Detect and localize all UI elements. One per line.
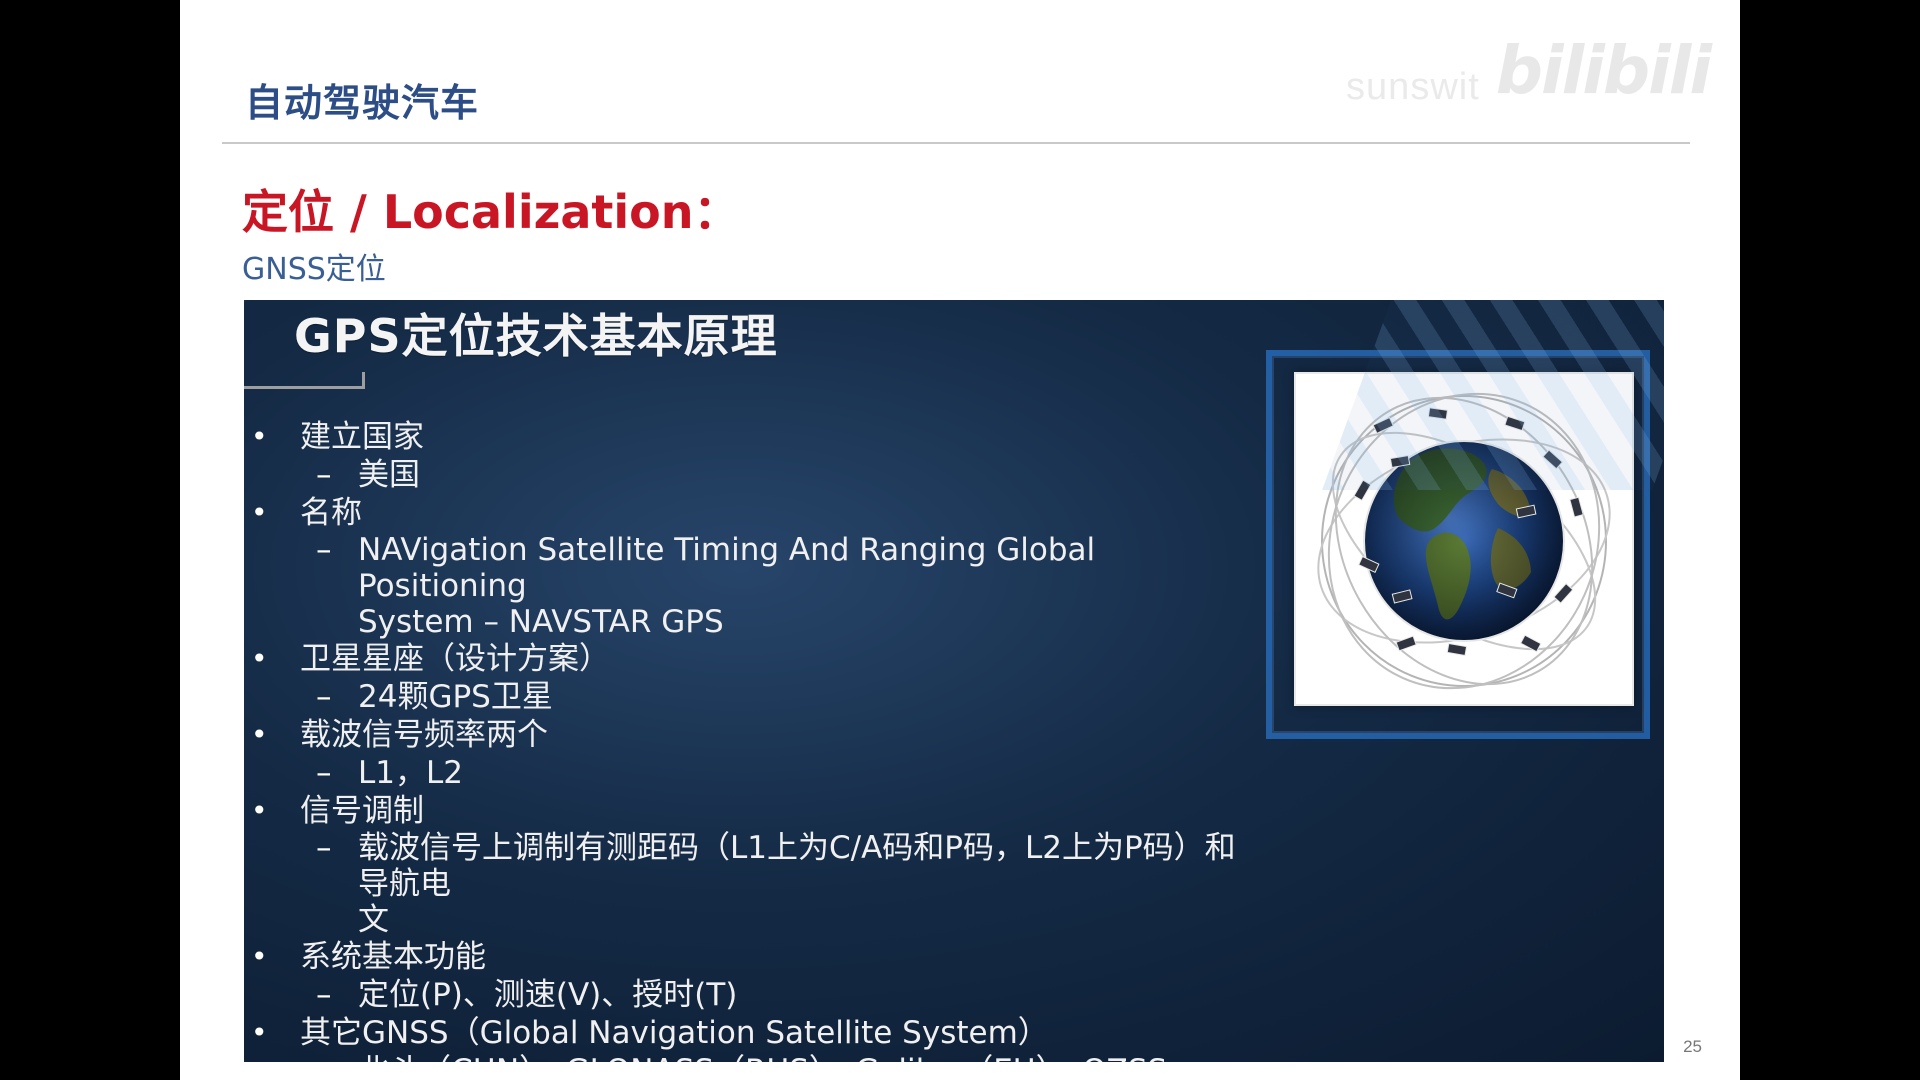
bullet-system-functions: • 系统基本功能 <box>244 938 1264 976</box>
dash-icon: – <box>316 457 332 493</box>
bullet-name: • 名称 <box>244 494 1264 532</box>
subitem-text-line-2: System – NAVSTAR GPS <box>358 604 724 640</box>
gps-principle-image: GPS定位技术基本原理 • 建立国家 – 美国 • 名称 – NAVigatio… <box>244 300 1664 1062</box>
globe-image <box>1294 372 1634 706</box>
subitem-signal-modulation: – 载波信号上调制有测距码（L1上为C/A码和P码，L2上为P码）和导航电 文 <box>244 830 1264 938</box>
subitem-name: – NAVigation Satellite Timing And Rangin… <box>244 532 1264 640</box>
subitem-text: 美国 <box>358 457 420 493</box>
bullet-label: 系统基本功能 <box>300 939 486 975</box>
subitem-text-line-2: 文 <box>358 902 389 938</box>
subitem-text: 24颗GPS卫星 <box>358 679 553 715</box>
subitem-country: – 美国 <box>244 456 1264 494</box>
presentation-slide: 自动驾驶汽车 sunswit bilibili 定位 / Localizatio… <box>180 0 1740 1080</box>
subitem-system-functions: – 定位(P)、测速(V)、授时(T) <box>244 976 1264 1014</box>
bullet-label: 建立国家 <box>300 419 424 455</box>
page-number: 25 <box>1683 1037 1702 1056</box>
title-divider <box>222 142 1690 144</box>
subitem-text: L1，L2 <box>358 755 463 791</box>
bullet-label: 信号调制 <box>300 793 424 829</box>
subitem-carrier-frequency: – L1，L2 <box>244 754 1264 792</box>
globe-satellite-icon <box>1317 392 1611 690</box>
section-subheading: GNSS定位 <box>242 252 386 287</box>
bullet-icon: • <box>251 940 268 973</box>
subitem-text: 北斗（CHN）、GLONASS（RUS）、Galileo（EU）、QZSS（JP… <box>358 1053 1167 1062</box>
bullet-icon: • <box>251 1016 268 1049</box>
subitem-text: 定位(P)、测速(V)、授时(T) <box>358 977 738 1013</box>
bullet-country: • 建立国家 <box>244 418 1264 456</box>
bullet-icon: • <box>251 794 268 827</box>
subitem-other-gnss: – 北斗（CHN）、GLONASS（RUS）、Galileo（EU）、QZSS（… <box>244 1052 1264 1062</box>
gps-bullet-list: • 建立国家 – 美国 • 名称 – NAVigation Satellite … <box>244 418 1264 1062</box>
dash-icon: – <box>316 977 332 1013</box>
subitem-text-line-1: NAVigation Satellite Timing And Ranging … <box>358 532 1096 604</box>
title-bracket-decoration <box>244 372 365 389</box>
bullet-icon: • <box>251 718 268 751</box>
bullet-label: 名称 <box>300 495 362 531</box>
dash-icon: – <box>316 755 332 791</box>
dash-icon: – <box>316 1052 332 1062</box>
bullet-icon: • <box>251 642 268 675</box>
subitem-text-line-1: 载波信号上调制有测距码（L1上为C/A码和P码，L2上为P码）和导航电 <box>358 830 1236 902</box>
bilibili-logo: bilibili <box>1495 32 1712 109</box>
bullet-icon: • <box>251 420 268 453</box>
bullet-constellation: • 卫星星座（设计方案） <box>244 640 1264 678</box>
bullet-carrier-frequency: • 载波信号频率两个 <box>244 716 1264 754</box>
bullet-label: 载波信号频率两个 <box>300 717 548 753</box>
bullet-label: 其它GNSS（Global Navigation Satellite Syste… <box>300 1015 1049 1051</box>
dash-icon: – <box>316 830 332 866</box>
dash-icon: – <box>316 679 332 715</box>
panel-title: GPS定位技术基本原理 <box>294 309 778 363</box>
subitem-constellation: – 24颗GPS卫星 <box>244 678 1264 716</box>
bullet-icon: • <box>251 496 268 529</box>
bullet-other-gnss: • 其它GNSS（Global Navigation Satellite Sys… <box>244 1014 1264 1052</box>
video-watermark: sunswit bilibili <box>1346 32 1712 109</box>
section-heading: 定位 / Localization： <box>242 185 740 239</box>
watermark-user: sunswit <box>1346 66 1480 108</box>
deck-title: 自动驾驶汽车 <box>245 81 480 125</box>
bullet-label: 卫星星座（设计方案） <box>300 641 610 677</box>
bullet-signal-modulation: • 信号调制 <box>244 792 1264 830</box>
dash-icon: – <box>316 532 332 568</box>
